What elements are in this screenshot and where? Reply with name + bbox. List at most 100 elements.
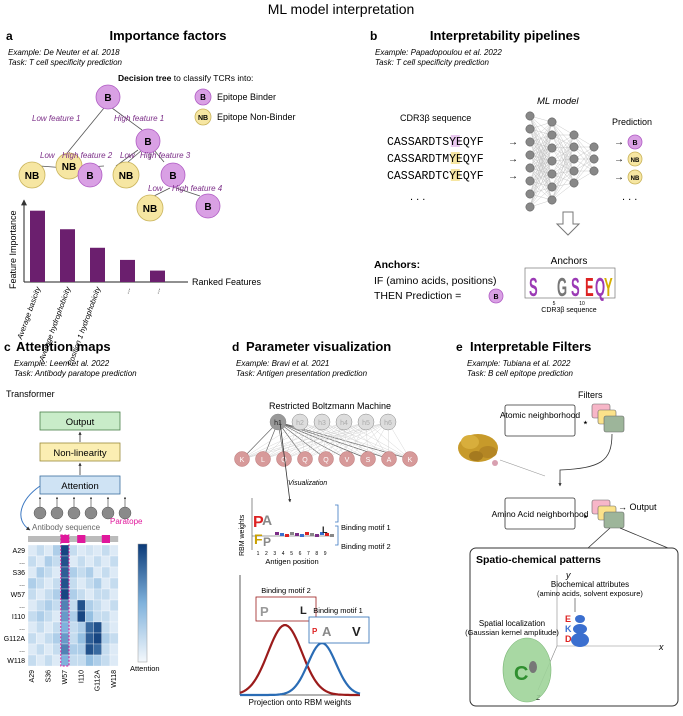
logo-letter: F bbox=[254, 531, 263, 547]
heatmap-cell bbox=[52, 654, 61, 667]
position-tick: 5 bbox=[290, 551, 293, 557]
heatmap-cell bbox=[60, 599, 70, 612]
feature-label: ... bbox=[122, 286, 133, 295]
arrow-glyph: → bbox=[508, 171, 518, 182]
filter-stack bbox=[591, 403, 625, 433]
panel-title: Importance factors bbox=[109, 28, 226, 43]
token-node bbox=[33, 506, 47, 520]
svg-text:E: E bbox=[565, 614, 571, 624]
nn-node bbox=[569, 154, 579, 164]
visible-unit-label: S bbox=[366, 457, 371, 464]
heatmap-cell bbox=[101, 654, 111, 667]
cdr3-sequence: CASSARDTCYEQYF bbox=[387, 170, 484, 183]
heatmap-cell bbox=[101, 643, 111, 656]
heatmap-cell bbox=[27, 599, 37, 612]
anchors-heading: Anchors: bbox=[374, 259, 420, 271]
amino-label: Amino Acid neighborhood bbox=[492, 509, 589, 519]
node-label: B bbox=[169, 171, 176, 182]
atomic-text: Atomic neighborhood bbox=[500, 410, 581, 420]
paratope-label: Paratope bbox=[110, 517, 143, 526]
hidden-unit bbox=[291, 413, 309, 431]
seq-header: CDR3β sequence bbox=[400, 113, 471, 123]
spatial-gaussian bbox=[502, 637, 552, 703]
node-label: NB bbox=[25, 171, 39, 182]
nn-node bbox=[525, 111, 535, 121]
motif2-inset bbox=[255, 596, 317, 622]
split-label: Low feature 1 bbox=[32, 114, 80, 123]
heatmap-cell bbox=[27, 610, 37, 623]
heatmap-cell bbox=[36, 643, 45, 656]
feature-label: Position 1 hydrophobicity bbox=[65, 284, 102, 367]
heatmap-cell bbox=[52, 555, 61, 568]
position-tick: 3 bbox=[273, 551, 276, 557]
colorbar-label: Attention bbox=[130, 664, 160, 673]
logo-letter: P bbox=[263, 535, 271, 549]
amino-box bbox=[504, 497, 576, 530]
position-tick: 2 bbox=[265, 551, 268, 557]
visible-unit bbox=[234, 451, 250, 467]
nn-node bbox=[525, 150, 535, 160]
attention-box bbox=[39, 475, 121, 495]
example-citation: Example: De Neuter et al. 2018 bbox=[8, 48, 120, 57]
hidden-unit-label: h6 bbox=[384, 420, 392, 427]
panel-letter: d bbox=[232, 340, 239, 354]
heatmap-cell bbox=[68, 599, 78, 612]
pred-label: B bbox=[632, 140, 637, 147]
motif2-label: Binding motif 2 bbox=[341, 542, 391, 551]
heatmap-cell bbox=[44, 599, 53, 612]
logo-tick: 5 bbox=[553, 301, 556, 307]
nn-node bbox=[589, 154, 599, 164]
heatmap-cell bbox=[44, 610, 53, 623]
star-op: ⋆ bbox=[582, 511, 589, 523]
task-label: Task: Antigen presentation prediction bbox=[236, 369, 368, 378]
heatmap-cell bbox=[27, 621, 37, 634]
visible-unit-label: A bbox=[387, 457, 392, 464]
cdr3-sequence: CASSARDTSYEQYF bbox=[387, 136, 484, 149]
attention-heatmap: A29...S36...W57...I110...G112A...W118A29… bbox=[4, 534, 119, 691]
heatmap-cell bbox=[44, 632, 53, 645]
hidden-unit-label: h3 bbox=[318, 420, 326, 427]
heatmap-cell bbox=[101, 577, 111, 590]
legend-nonbinder: NB Epitope Non-Binder bbox=[194, 108, 296, 126]
panel-letter: b bbox=[370, 29, 377, 43]
heatmap-cell bbox=[68, 632, 78, 645]
visible-unit bbox=[402, 451, 418, 467]
visible-unit bbox=[318, 451, 334, 467]
token-node bbox=[101, 506, 115, 520]
heatmap-cell bbox=[109, 610, 119, 623]
curve-motif1-label: Binding motif 1 bbox=[313, 606, 363, 615]
heatmap-cell bbox=[85, 544, 94, 557]
residue-highlight bbox=[450, 169, 460, 181]
heatmap-cell bbox=[44, 555, 53, 568]
node-label: B bbox=[204, 202, 211, 213]
residue-highlight bbox=[450, 135, 460, 147]
heatmap-cell bbox=[85, 610, 94, 623]
heatmap-cell bbox=[36, 632, 45, 645]
heatmap-cell bbox=[85, 555, 94, 568]
nn-node bbox=[589, 166, 599, 176]
heatmap-cell bbox=[44, 544, 53, 557]
split-label: High feature 3 bbox=[140, 151, 191, 160]
transformer-label: Transformer bbox=[6, 389, 55, 399]
heatmap-cell bbox=[109, 588, 119, 601]
heatmap-cell bbox=[36, 599, 45, 612]
heatmap-cell bbox=[36, 610, 45, 623]
heatmap-cell bbox=[27, 643, 37, 656]
heatmap-cell bbox=[101, 588, 111, 601]
projection-curve bbox=[239, 624, 360, 697]
heatmap-cell bbox=[77, 654, 86, 667]
y-axis-label: Feature Importance bbox=[8, 210, 18, 289]
panel-b: b Interpretability pipelines Example: Pa… bbox=[370, 28, 652, 314]
heatmap-cell bbox=[85, 599, 94, 612]
task-label: Task: T cell specificity prediction bbox=[375, 58, 490, 67]
heatmap-cell bbox=[44, 621, 53, 634]
heatmap-cell bbox=[52, 621, 61, 634]
heatmap-cell bbox=[36, 544, 45, 557]
example-citation: Example: Tubiana et al. 2022 bbox=[467, 359, 571, 368]
nn-node bbox=[547, 130, 557, 140]
col-label: W57 bbox=[62, 670, 69, 685]
visible-unit bbox=[381, 451, 397, 467]
nn-node bbox=[547, 156, 557, 166]
output-box bbox=[39, 411, 121, 431]
heatmap-cell bbox=[109, 566, 119, 579]
